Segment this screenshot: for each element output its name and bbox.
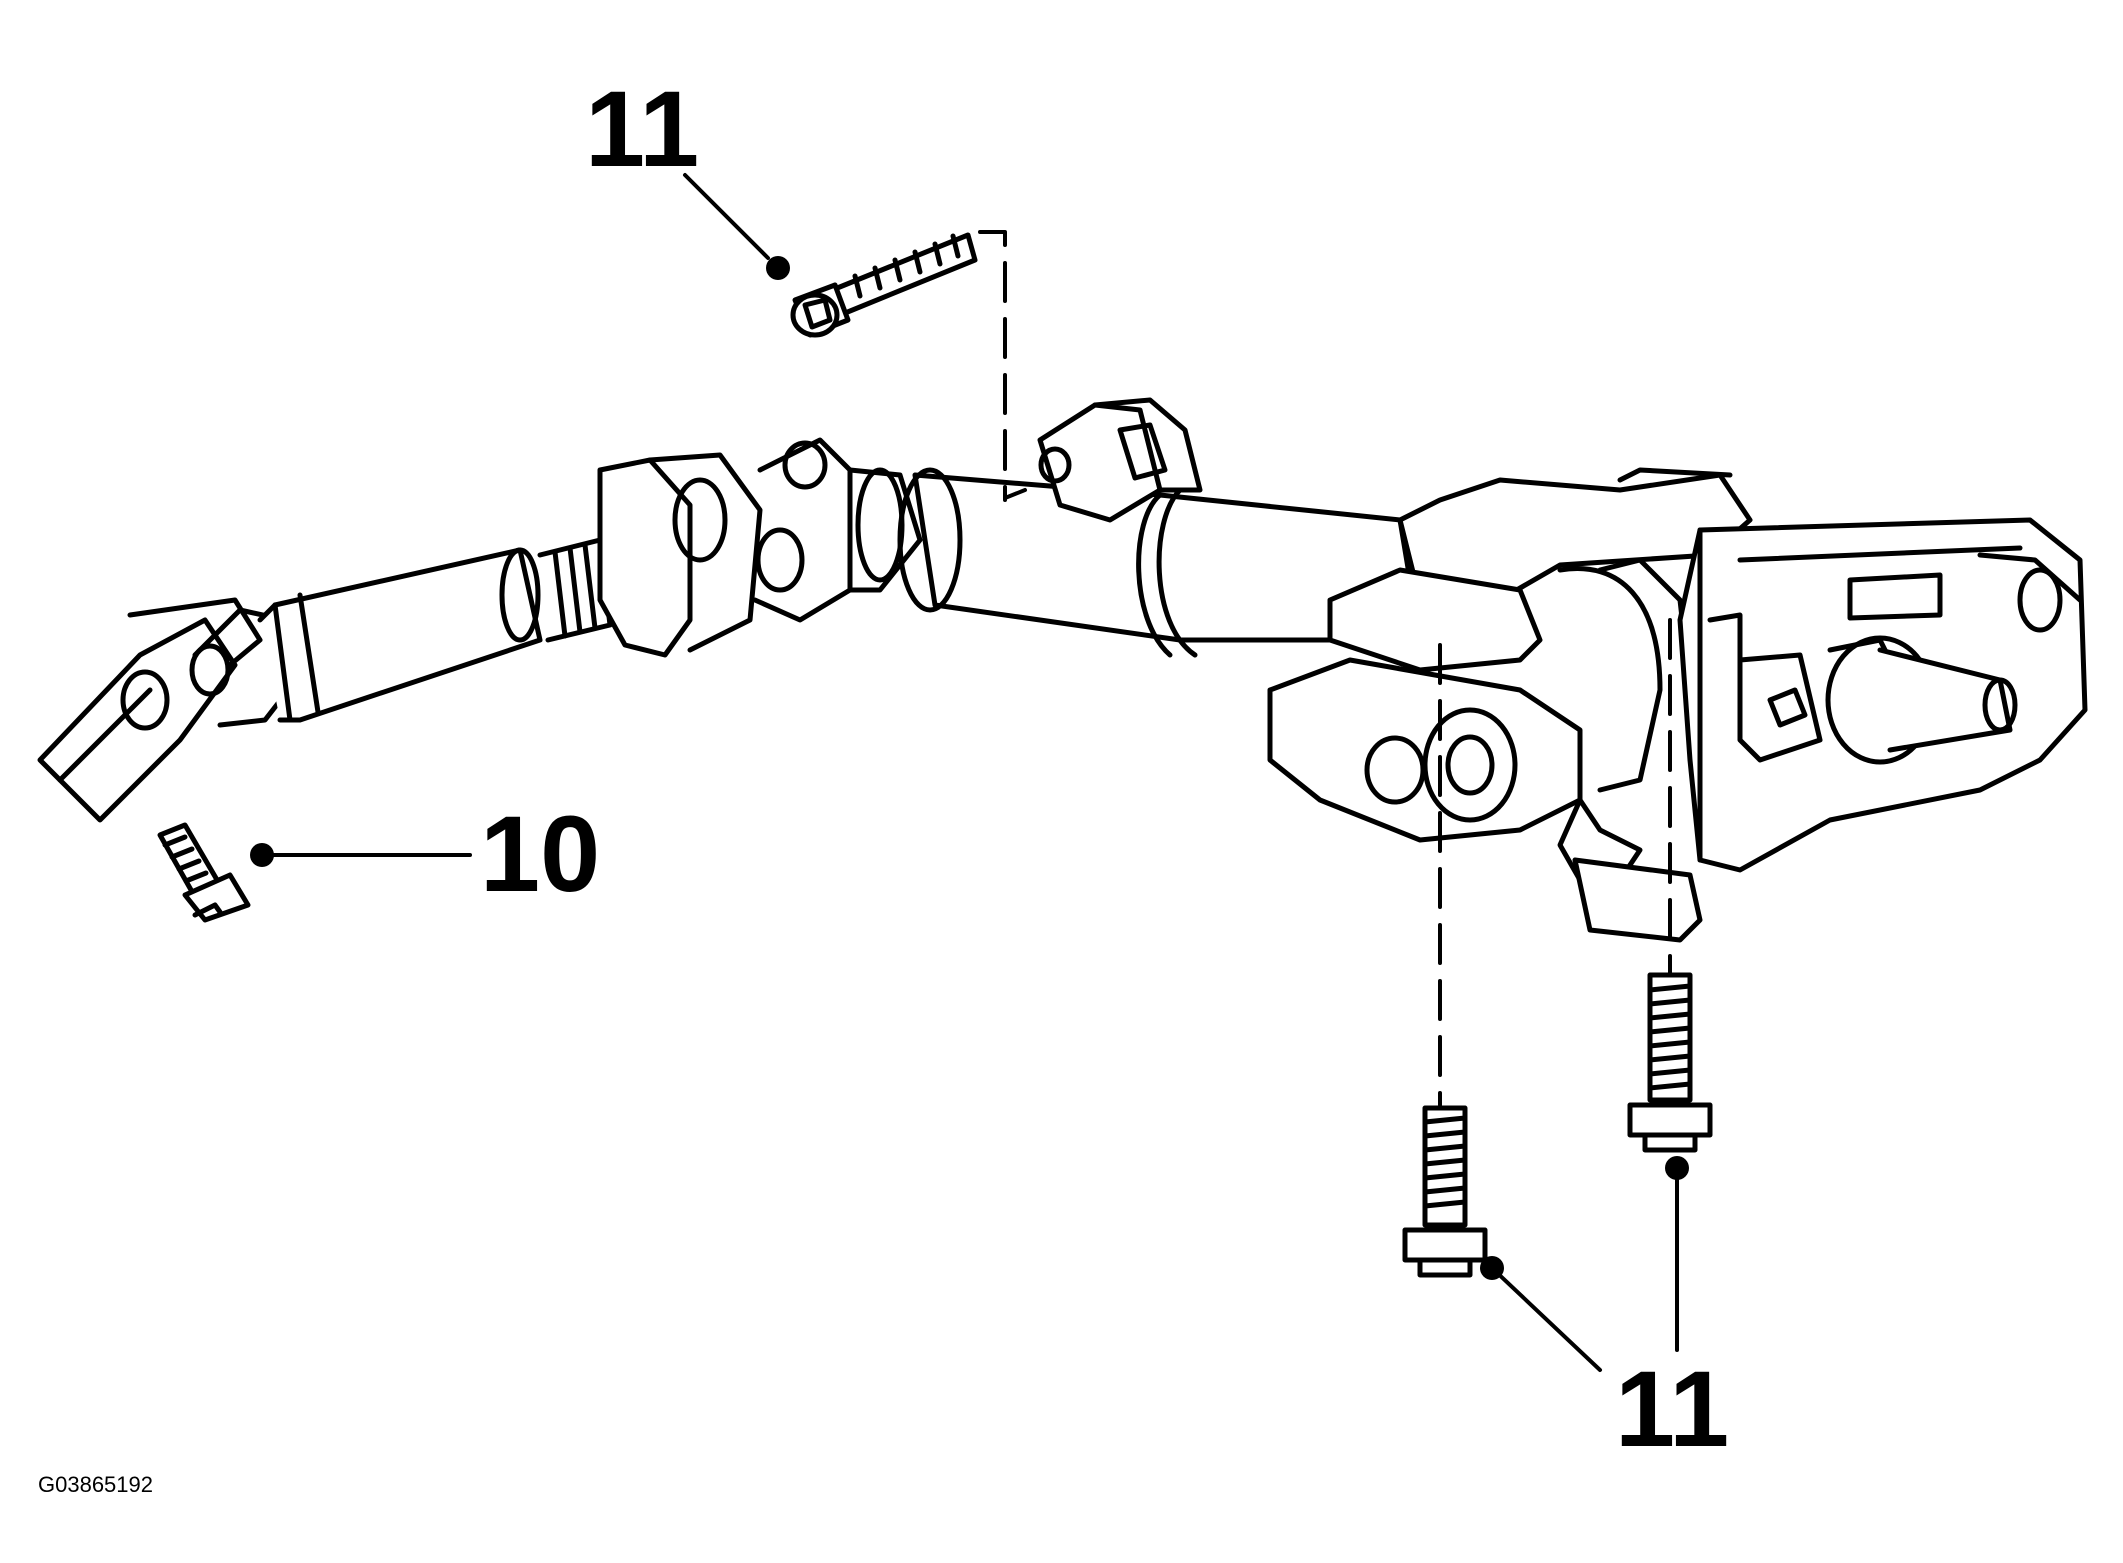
top-bolt bbox=[790, 232, 978, 338]
callout-label-bottom-bolts: 11 bbox=[1615, 1348, 1730, 1469]
column-tube bbox=[897, 467, 1423, 658]
leader-lines bbox=[265, 173, 1679, 1372]
figure-id: G03865192 bbox=[38, 1472, 153, 1497]
upper-bracket-assembly bbox=[1677, 517, 2088, 873]
lower-yoke bbox=[37, 597, 303, 823]
column-housing bbox=[1267, 467, 1753, 943]
callout-label-left-bolt: 10 bbox=[480, 793, 601, 914]
callout-label-top-bolt: 11 bbox=[585, 68, 700, 189]
bottom-bolt-right bbox=[1627, 972, 1713, 1153]
callout-dots bbox=[250, 256, 1689, 1280]
left-bolt bbox=[157, 822, 251, 923]
bottom-bolt-left bbox=[1402, 1105, 1488, 1278]
center-coupling bbox=[597, 437, 923, 658]
lower-shaft bbox=[257, 537, 613, 723]
upper-clamp bbox=[1037, 397, 1203, 523]
installation-lines bbox=[978, 230, 1672, 1107]
